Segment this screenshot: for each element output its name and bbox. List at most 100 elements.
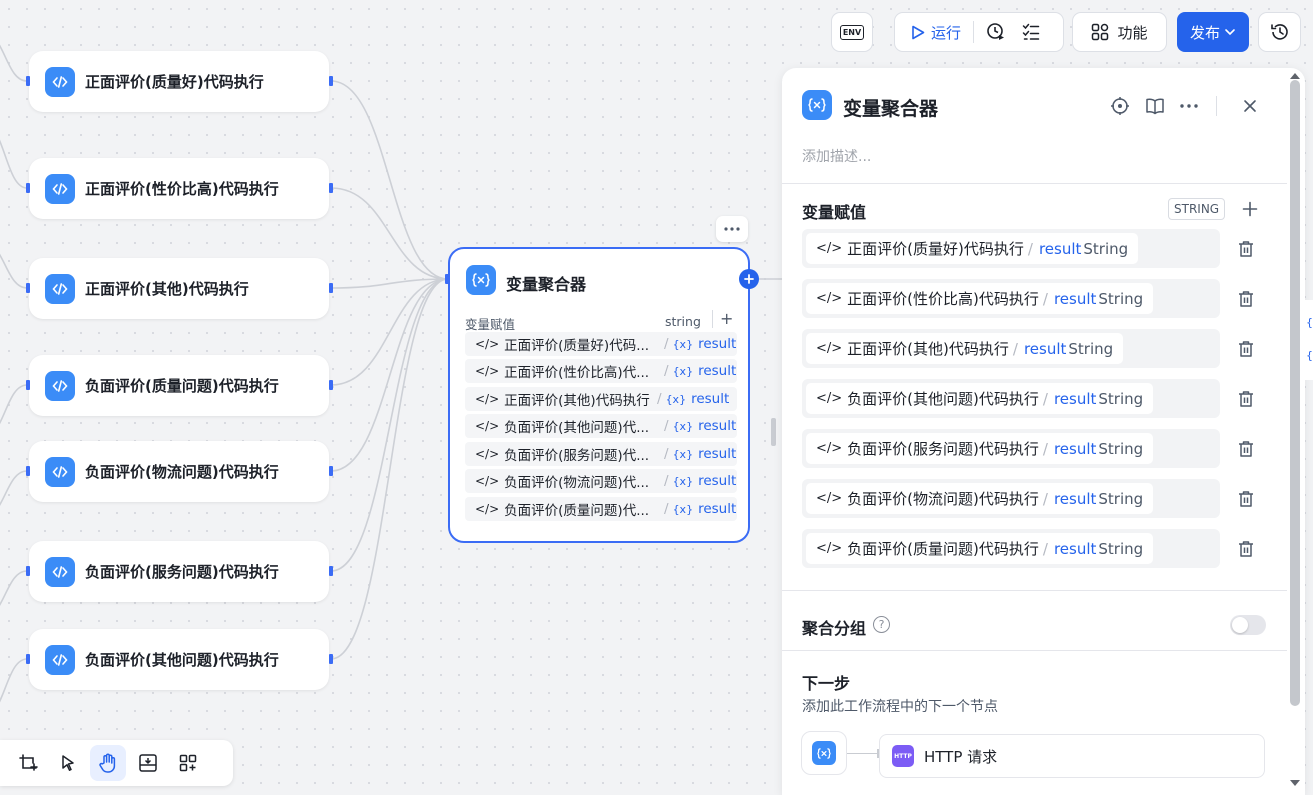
delete-row-button[interactable] [1236, 239, 1256, 259]
add-variable-button[interactable] [1242, 201, 1258, 217]
output-port[interactable] [329, 183, 333, 193]
code-icon: </> [475, 474, 500, 488]
code-icon: </> [475, 419, 500, 433]
close-panel-button[interactable] [1243, 99, 1257, 113]
input-port[interactable] [26, 654, 30, 664]
env-button[interactable]: ENV [831, 12, 873, 52]
input-port[interactable] [445, 274, 449, 284]
next-step-title: 下一步 [802, 674, 851, 693]
input-port[interactable] [26, 566, 30, 576]
canvas-node-code[interactable]: 负面评价(物流问题)代码执行 [29, 441, 329, 502]
slash: / [664, 336, 669, 352]
output-port[interactable] [329, 654, 333, 664]
aggregator-var-row: </>正面评价(质量好)代码... / {x}result [465, 332, 737, 356]
output-port[interactable] [329, 466, 333, 476]
scroll-down-icon[interactable] [1289, 779, 1301, 787]
output-port[interactable] [329, 380, 333, 390]
delete-row-button[interactable] [1236, 389, 1256, 409]
hand-tool-button[interactable] [90, 745, 126, 781]
canvas-node-code[interactable]: 正面评价(其他)代码执行 [29, 258, 329, 319]
input-port[interactable] [26, 380, 30, 390]
aggregator-add-icon[interactable]: + [712, 310, 733, 328]
delete-row-button[interactable] [1236, 439, 1256, 459]
publish-button[interactable]: 发布 [1177, 12, 1249, 52]
locate-button[interactable] [1110, 96, 1130, 116]
next-node-card[interactable]: HTTP HTTP 请求 [879, 734, 1265, 778]
slash: / [657, 391, 662, 407]
trash-icon [1239, 441, 1253, 457]
canvas-node-code[interactable]: 负面评价(其他问题)代码执行 [29, 629, 329, 690]
input-port[interactable] [26, 76, 30, 86]
panel-scrollbar[interactable] [1290, 80, 1300, 706]
delete-row-button[interactable] [1236, 539, 1256, 559]
trash-icon [1239, 241, 1253, 257]
close-icon [1244, 100, 1256, 112]
aggregator-node[interactable]: 变量聚合器 变量赋值 string + </>正面评价(质量好)代码... / … [448, 247, 750, 543]
canvas-node-code[interactable]: 负面评价(服务问题)代码执行 [29, 541, 329, 602]
node-more-button[interactable] [716, 216, 748, 242]
code-icon [45, 66, 75, 97]
resize-handle[interactable] [771, 418, 776, 446]
pointer-tool-button[interactable] [50, 745, 86, 781]
output-port[interactable] [329, 76, 333, 86]
aggregator-var-row: </>负面评价(质量问题)代... / {x}result [465, 497, 737, 521]
more-icon [1180, 104, 1198, 108]
docs-button[interactable] [1145, 96, 1165, 116]
input-port[interactable] [26, 466, 30, 476]
node-title: 正面评价(其他)代码执行 [85, 280, 249, 298]
version-history-button[interactable] [1258, 12, 1301, 52]
divider [782, 183, 1287, 184]
output-port[interactable] [329, 566, 333, 576]
test-list-button[interactable] [1022, 23, 1040, 41]
add-note-button[interactable] [10, 745, 46, 781]
variable-icon [812, 741, 836, 765]
code-icon: </> [816, 341, 843, 356]
help-icon[interactable]: ? [873, 616, 890, 633]
variable-icon [466, 265, 496, 295]
panel-more-button[interactable] [1180, 104, 1198, 108]
divider [782, 650, 1287, 651]
canvas-node-code[interactable]: 正面评价(性价比高)代码执行 [29, 158, 329, 219]
node-title: 负面评价(质量问题)代码执行 [85, 377, 279, 395]
run-button[interactable]: 运行 [911, 22, 961, 43]
row-source: 负面评价(服务问题)代... [504, 448, 650, 464]
canvas-node-code[interactable]: 负面评价(质量问题)代码执行 [29, 355, 329, 416]
trash-icon [1239, 341, 1253, 357]
features-button[interactable]: 功能 [1072, 12, 1167, 52]
delete-row-button[interactable] [1236, 489, 1256, 509]
code-icon [45, 644, 75, 675]
canvas-node-code[interactable]: 正面评价(质量好)代码执行 [29, 51, 329, 112]
import-button[interactable] [130, 745, 166, 781]
input-port[interactable] [26, 283, 30, 293]
run-history-button[interactable] [986, 22, 1006, 42]
add-next-node-button[interactable] [739, 269, 759, 289]
scroll-up-icon[interactable] [1289, 72, 1301, 80]
import-icon [139, 754, 157, 772]
layout-button[interactable] [170, 745, 206, 781]
aggregator-var-row: </>负面评价(服务问题)代... / {x}result [465, 442, 737, 466]
input-port[interactable] [26, 183, 30, 193]
zoom-icon[interactable] [0, 745, 6, 781]
variable-icon: {x} [672, 337, 694, 351]
row-var: result [698, 363, 737, 379]
delete-row-button[interactable] [1236, 339, 1256, 359]
output-port[interactable] [329, 283, 333, 293]
group-toggle[interactable] [1230, 615, 1266, 635]
description-input[interactable]: 添加描述... [802, 149, 872, 165]
node-title: 正面评价(性价比高)代码执行 [85, 180, 279, 198]
delete-row-button[interactable] [1236, 289, 1256, 309]
